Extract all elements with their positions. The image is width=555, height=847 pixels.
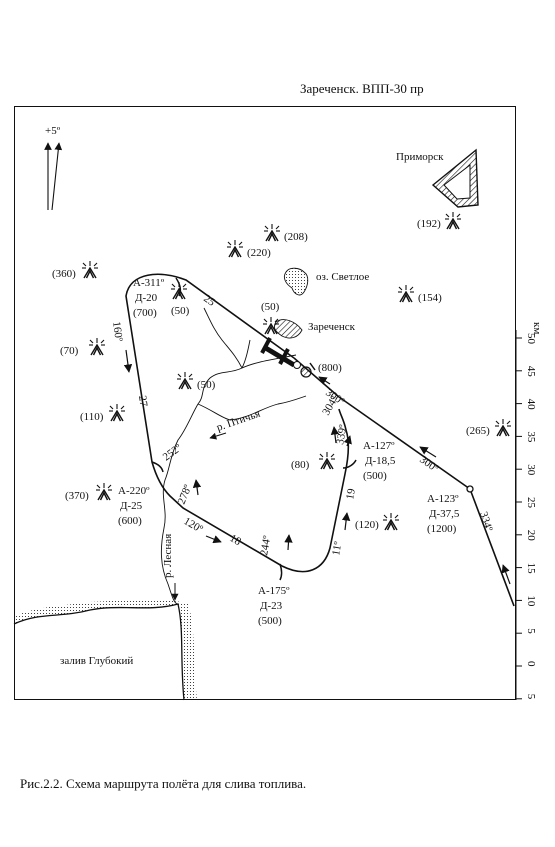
turn-altitude: (500) [258,615,282,627]
obstacle-height: (120) [355,519,379,531]
bay-label: залив Глубокий [60,655,133,667]
leg-label: 19 [344,487,358,500]
turn-distance: Д-25 [120,500,143,512]
leg-label: 244º [258,534,273,556]
leg-label: 334º [477,510,495,533]
scale-tick-label: 45 [525,366,537,378]
river-bird-label: р. Птичья [215,408,262,434]
leg-label: 278º [176,483,195,507]
turn-angle: А-220º [118,485,150,497]
river-forest-label: р. Лесная [162,534,174,578]
scale-tick-label: 5 [525,628,537,634]
obstacle-height: (370) [65,490,89,502]
airport-beacon-icon [300,366,312,378]
airport-height: (800) [318,362,342,374]
leg-label: 300º [417,454,441,476]
turn-altitude: (700) [133,307,157,319]
obstacle-height: (192) [417,218,441,230]
map-title: Зареченск. ВПП-30 пр [300,81,424,96]
leg-label: 252º [161,442,185,464]
north-label: +5º [45,125,61,137]
turn-distance: Д-23 [260,600,283,612]
scale-tick-label: 20 [525,530,537,542]
obstacle-height: (110) [80,411,104,423]
obstacle-height: (50) [197,379,216,391]
scale-tick-label: 40 [525,399,537,411]
scale-unit: км [531,322,543,334]
turn-altitude: (500) [363,470,387,482]
turn-altitude: (1200) [427,523,457,535]
coastline [13,603,185,701]
turn-angle: А-311º [133,277,165,289]
figure-caption: Рис.2.2. Схема маршрута полёта для слива… [20,776,307,791]
turn-labels: А-311º Д-20 (700) А-220º Д-25 (600) А-17… [118,277,460,627]
scale-tick-label: 25 [525,497,537,509]
scale-tick-label: 10 [525,595,537,607]
obstacle-icons [81,211,512,531]
scale-tick-label: 5 [525,694,537,700]
north-arrow-icon [44,142,63,211]
turn-distance: Д-37,5 [429,508,460,520]
scale-tick-label: 0 [525,661,537,667]
route-arrows [123,349,511,585]
town-label: Зареченск [308,321,356,333]
scale-tick-label: 35 [525,431,537,443]
obstacle-height: (208) [284,231,308,243]
obstacle-height: (154) [418,292,442,304]
obstacle-height: (50) [261,301,280,313]
obstacle-height: (50) [171,305,190,317]
scale-tick-label: 15 [525,563,537,575]
scale-tick-label: 50 [525,333,537,345]
lake [283,267,309,296]
route [125,273,515,607]
leg-label: 11º [330,540,344,556]
obstacle-height: (70) [60,345,79,357]
turn-angle: А-127º [363,440,395,452]
runway [260,337,296,368]
lake-label: оз. Светлое [316,271,369,283]
obstacle-heights: (360) (220) (208) (192) (154) (50) (50) … [52,218,490,531]
primorsk-label: Приморск [396,151,444,163]
river-bird-arrow [209,432,227,440]
coast-shading [14,599,197,700]
turn-distance: Д-18,5 [365,455,396,467]
turn-distance: Д-20 [135,292,158,304]
scale-tick-label: 30 [525,464,537,476]
obstacle-height: (80) [291,459,310,471]
turn-marks [151,277,357,581]
obstacle-height: (265) [466,425,490,437]
leg-label: 160º [110,321,125,343]
turn-angle: А-123º [427,493,459,505]
fix-point [466,485,474,493]
town-area [273,319,303,339]
navaid-icon [293,361,301,369]
obstacle-height: (220) [247,247,271,259]
turn-angle: А-175º [258,585,290,597]
leg-label: 27 [136,395,149,408]
turn-altitude: (600) [118,515,142,527]
river-network [160,307,307,605]
leg-label: 25 [201,293,217,309]
leg-label: 339º [334,423,349,445]
primorsk-inner [443,163,471,200]
obstacle-height: (360) [52,268,76,280]
